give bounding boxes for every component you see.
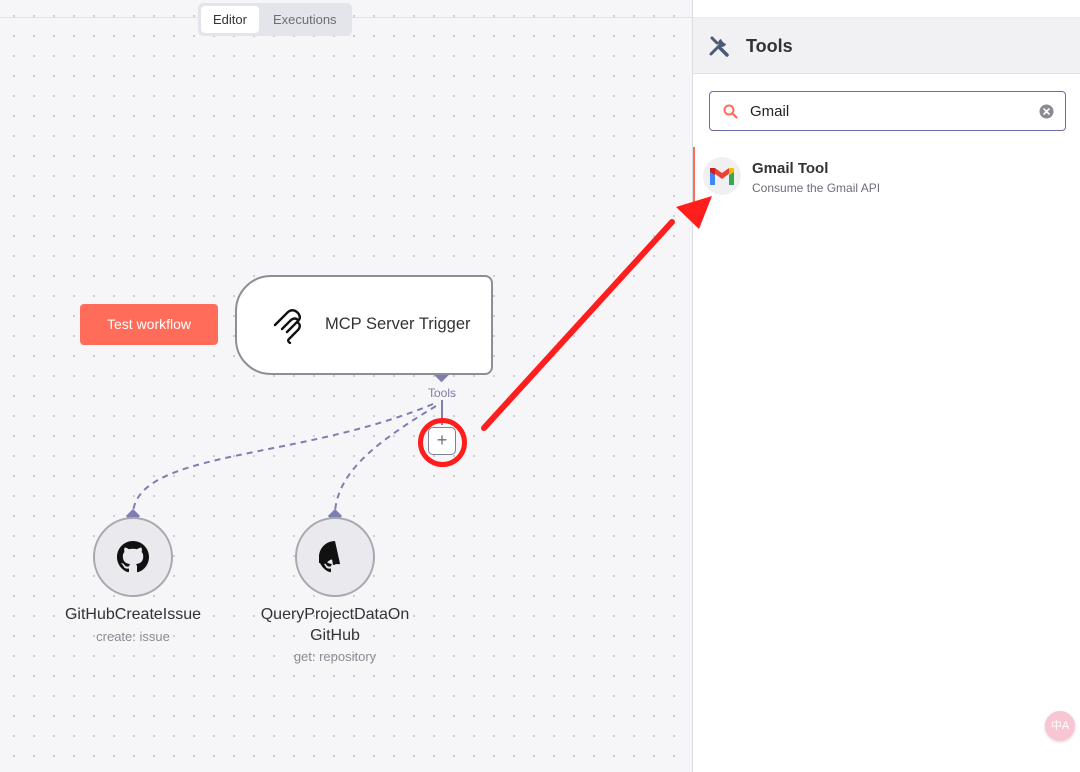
wrench-screwdriver-icon [709,36,729,57]
tab-executions[interactable]: Executions [272,12,337,27]
github-icon [117,541,149,573]
mcp-server-trigger-node[interactable]: MCP Server Trigger [235,275,493,375]
gmail-icon [703,157,741,195]
workflow-canvas[interactable]: Editor Executions Test workflow MCP Serv… [0,0,693,772]
view-toggle: Editor Executions [198,3,352,36]
result-description: Consume the Gmail API [752,181,881,195]
mcp-icon [273,309,301,344]
tools-panel: Tools Gmail Tool Consume the Gmail API [692,0,1080,772]
query-project-data-node[interactable] [295,517,375,597]
connector-to-github-create-issue [132,403,434,513]
github-icon [319,541,341,573]
panel-header: Tools [693,18,1080,74]
selected-accent-bar [693,147,695,203]
github-create-issue-title: GitHubCreateIssue [64,606,202,623]
search-input[interactable] [750,101,1030,121]
search-icon [723,104,738,119]
github-create-issue-subtitle: create: issue [96,629,170,644]
query-project-data-title: QueryProjectDataOn GitHub [245,604,425,646]
github-create-issue-node[interactable] [93,517,173,597]
panel-title: Tools [746,36,793,56]
tools-port-label: Tools [427,386,456,400]
tab-editor[interactable]: Editor [201,6,259,33]
tool-search-box[interactable] [709,91,1066,131]
highlight-annotation-ring [418,418,467,467]
title-line-2: GitHub [310,627,360,644]
test-workflow-button[interactable]: Test workflow [80,304,218,345]
result-title: Gmail Tool [752,160,829,177]
clear-icon[interactable] [1039,104,1054,119]
result-item-gmail-tool[interactable]: Gmail Tool Consume the Gmail API [693,147,1080,207]
connector-to-query-project-data [334,405,437,513]
title-line-1: QueryProjectDataOn [260,606,410,623]
panel-top-bar [693,0,1080,18]
node-title: MCP Server Trigger [325,315,471,333]
translate-badge[interactable]: 中A [1045,711,1075,741]
query-project-data-subtitle: get: repository [293,649,377,664]
